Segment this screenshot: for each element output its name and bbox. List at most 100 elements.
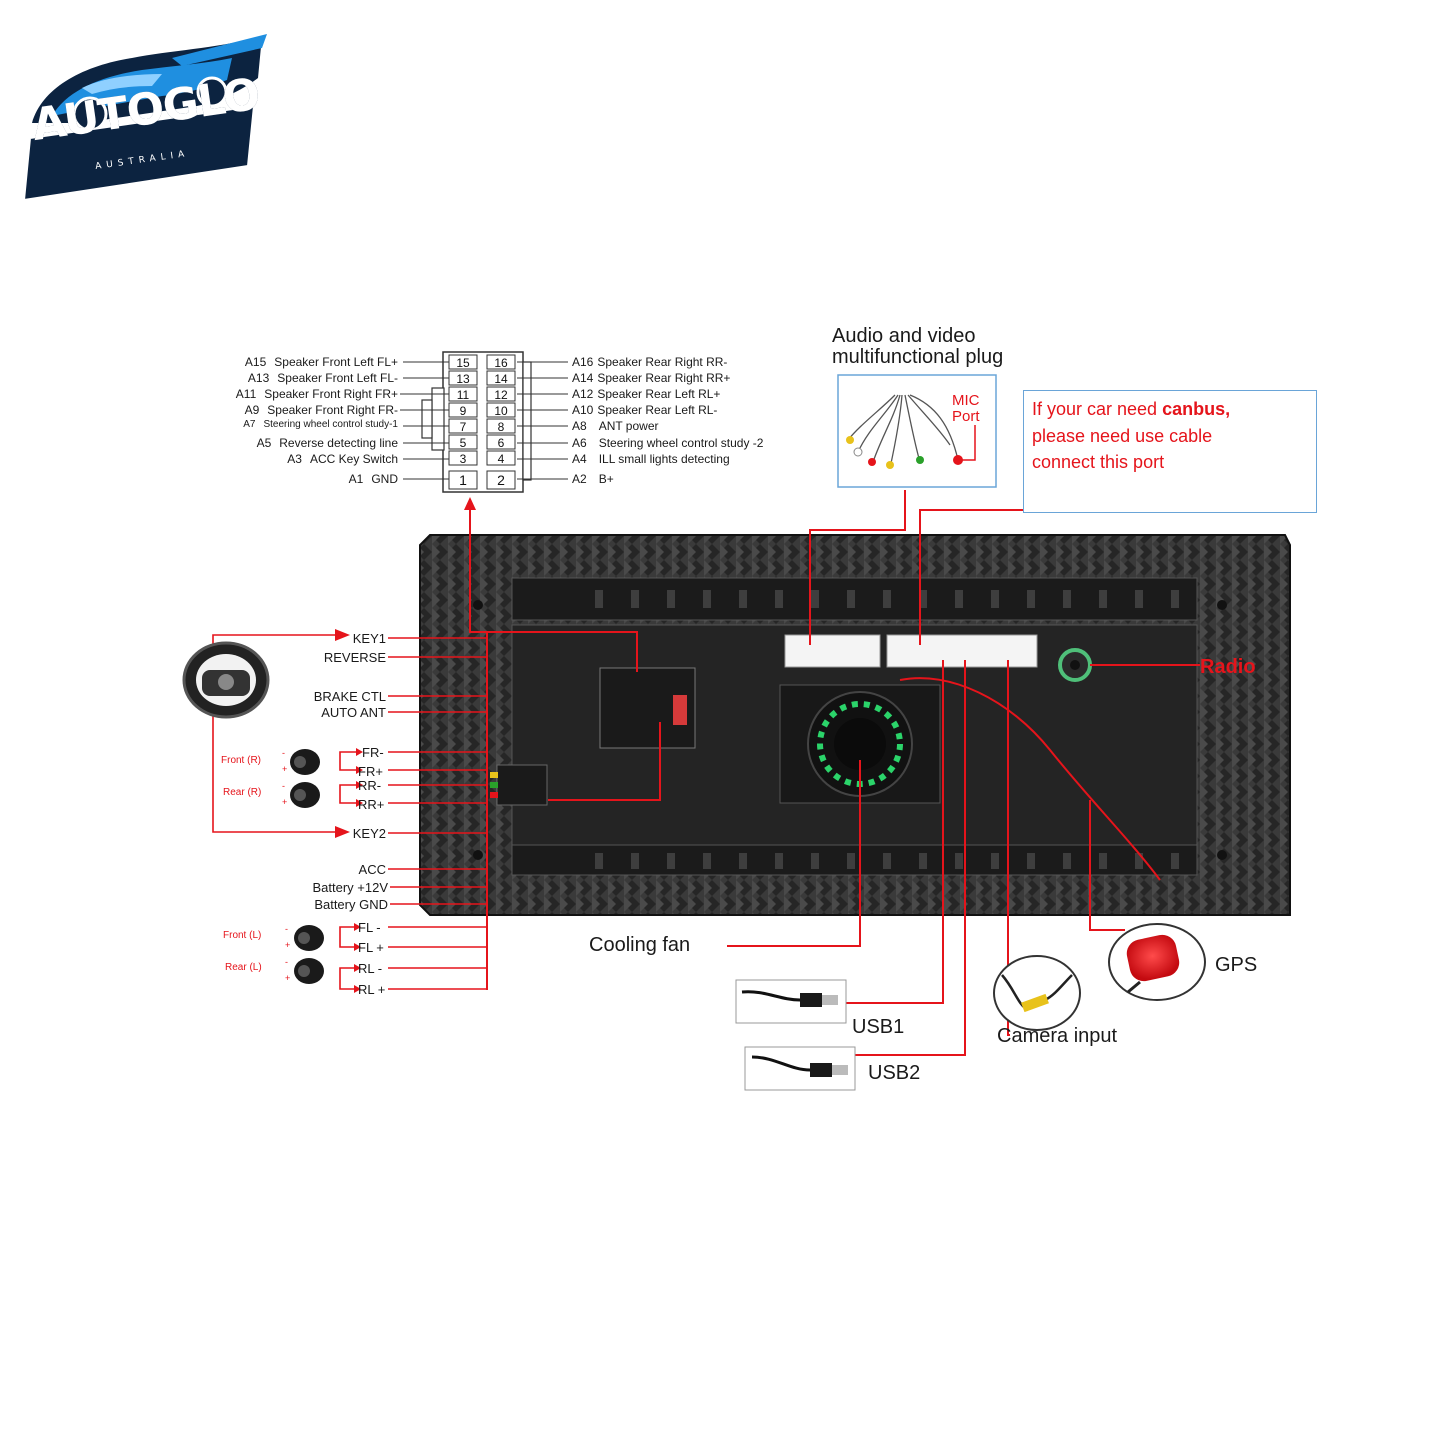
pin-label: GND (371, 472, 398, 486)
pin-label: Speaker Rear Left RL+ (597, 387, 721, 401)
svg-text:+: + (285, 973, 290, 983)
av-plug-title-2: multifunctional plug (832, 346, 1004, 368)
connector-pin-number: 15 (456, 356, 470, 370)
canbus-line1-bold: canbus, (1162, 399, 1231, 419)
rca-cable-icon (993, 955, 1081, 1031)
label-fl-minus: FL - (358, 920, 381, 935)
pin-label: Speaker Rear Right RR+ (597, 371, 731, 385)
label-battery-12v: Battery +12V (312, 880, 388, 895)
speaker-icon (290, 749, 324, 984)
pin-label: Speaker Front Right FR+ (264, 387, 398, 401)
svg-text:-: - (285, 924, 288, 934)
connector-pin-cell (448, 470, 478, 490)
connector-pin-number: 2 (497, 472, 505, 488)
label-fr-minus: FR- (362, 745, 384, 760)
connector-pin-number: 1 (459, 472, 467, 488)
pin-code: A15 (244, 355, 267, 369)
svg-text:+: + (282, 764, 287, 774)
label-rr-plus: RR+ (358, 797, 385, 812)
pin-code: A4 (572, 452, 587, 466)
pin-code: A5 (256, 436, 272, 450)
cooling-fan-icon (779, 684, 941, 804)
connector-pin-number: 8 (498, 420, 505, 434)
pin-code: A12 (572, 387, 594, 401)
pin-code: A2 (572, 472, 587, 486)
label-brake-ctl: BRAKE CTL (313, 689, 386, 704)
pin-code: A8 (572, 419, 587, 433)
connector-pin-number: 4 (498, 452, 505, 466)
label-reverse: REVERSE (323, 650, 386, 665)
av-plug-box (837, 374, 997, 488)
canbus-line1-pre: If your car need (1032, 399, 1163, 419)
svg-text:-: - (282, 781, 285, 791)
label-battery-gnd: Battery GND (314, 897, 388, 912)
connector-pin-number: 12 (494, 388, 508, 402)
label-fr-plus: FR+ (358, 764, 383, 779)
callout-wires (469, 490, 1200, 1056)
pin-code: A11 (235, 387, 257, 401)
label-rear-l: Rear (L) (225, 962, 262, 973)
pin-label: Speaker Rear Right RR- (597, 355, 728, 369)
pin-code: A3 (287, 452, 302, 466)
connector-pin-number: 6 (498, 436, 505, 450)
connector-right-pin: A6 Steering wheel control study -2 (572, 436, 763, 450)
connector-left-pin: A13 Speaker Front Left FL- (248, 371, 398, 385)
steering-wheel-icon (182, 641, 270, 719)
connector-left-pin: A1 GND (349, 472, 398, 486)
mic-label-1: MIC (952, 392, 980, 409)
label-camera-input: Camera input (997, 1025, 1118, 1047)
pin-label: Steering wheel control study -2 (598, 436, 764, 450)
connector-pin-cell (486, 434, 516, 450)
pin-label: ILL small lights detecting (598, 452, 730, 466)
label-key2: KEY2 (352, 826, 386, 841)
head-unit-back (419, 534, 1291, 916)
label-cooling-fan: Cooling fan (589, 934, 691, 956)
svg-text:-: - (282, 748, 285, 758)
label-rr-minus: RR- (358, 778, 382, 793)
svg-text:+: + (285, 940, 290, 950)
connector-pin-cell (486, 370, 516, 386)
pin-label: Speaker Rear Left RL- (597, 403, 718, 417)
svg-text:+: + (282, 797, 287, 807)
label-front-l: Front (L) (223, 930, 262, 941)
label-rl-minus: RL - (358, 961, 383, 976)
connector-pin-number: 13 (456, 372, 470, 386)
connector-right-pin: A4 ILL small lights detecting (572, 452, 730, 466)
brand-logo (22, 34, 267, 202)
connector-pin-number: 5 (460, 436, 467, 450)
connector-pin-number: 9 (460, 404, 467, 418)
pin-code: A16 (572, 355, 594, 369)
canbus-line2: please need use cable (1032, 426, 1213, 446)
label-radio: Radio (1200, 656, 1256, 678)
label-gps: GPS (1215, 954, 1258, 976)
pin-label: B+ (598, 472, 614, 486)
av-plug-title-1: Audio and video (832, 325, 976, 347)
mic-label-2: Port (952, 408, 980, 425)
pin-code: A6 (572, 436, 587, 450)
pin-code: A13 (247, 371, 270, 385)
pin-code: A1 (348, 472, 364, 486)
connector-pin-number: 7 (460, 420, 467, 434)
connector-pin-number: 3 (460, 452, 467, 466)
connector-pin-number: 16 (494, 356, 508, 370)
connector-pin-number: 14 (494, 372, 508, 386)
connector-pin-cell (486, 354, 516, 370)
label-usb2: USB2 (868, 1062, 921, 1084)
pin-label: Speaker Front Left FL- (277, 371, 398, 385)
pin-code: A14 (572, 371, 594, 385)
label-acc: ACC (358, 862, 386, 877)
label-key1: KEY1 (352, 631, 386, 646)
label-rear-r: Rear (R) (223, 787, 262, 798)
label-usb1: USB1 (852, 1016, 905, 1038)
